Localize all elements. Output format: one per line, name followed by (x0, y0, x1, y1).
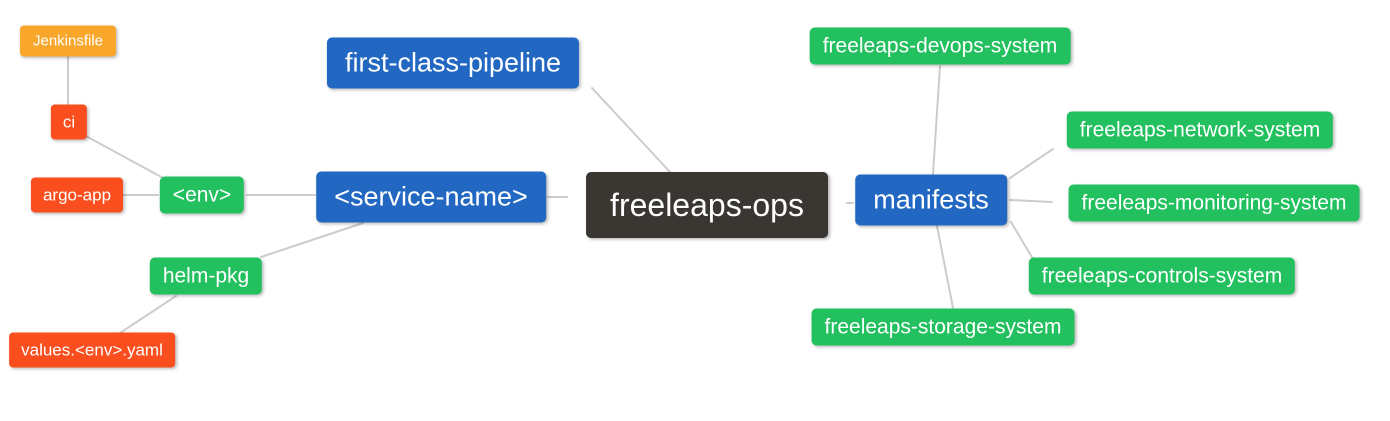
edge-manifests-controls-system (1010, 221, 1034, 260)
mindmap-node-network-system[interactable]: freeleaps-network-system (1066, 111, 1334, 149)
mindmap-node-manifests[interactable]: manifests (855, 174, 1007, 226)
edge-manifests-monitoring-system (1009, 199, 1053, 203)
mindmap-node-first-class-pipeline[interactable]: first-class-pipeline (326, 37, 580, 89)
edge-manifests-network-system (1009, 148, 1054, 179)
mindmap-node-devops-system[interactable]: freeleaps-devops-system (809, 27, 1071, 65)
mindmap-node-service-name[interactable]: <service-name> (316, 171, 546, 223)
edge-helm-pkg-service-name (260, 222, 364, 258)
mindmap-node-values-env-yaml[interactable]: values.<env>.yaml (9, 332, 175, 368)
mindmap-node-ci[interactable]: ci (50, 104, 88, 140)
mindmap-node-freeleaps-ops[interactable]: freeleaps-ops (586, 172, 828, 238)
mindmap-node-helm-pkg[interactable]: helm-pkg (149, 257, 263, 295)
mindmap-node-jenkinsfile[interactable]: Jenkinsfile (19, 25, 117, 57)
mindmap-node-storage-system[interactable]: freeleaps-storage-system (811, 308, 1075, 346)
edge-ci-env (83, 134, 166, 180)
edge-manifests-storage-system (936, 225, 954, 309)
edge-first-class-pipeline-freeleaps-ops (591, 87, 671, 173)
mindmap-node-controls-system[interactable]: freeleaps-controls-system (1028, 257, 1296, 295)
mindmap-node-monitoring-system[interactable]: freeleaps-monitoring-system (1068, 184, 1360, 222)
edge-manifests-devops-system (932, 65, 941, 175)
edge-values-env-yaml-helm-pkg (119, 295, 177, 334)
mindmap-node-argo-app[interactable]: argo-app (30, 177, 124, 213)
mindmap-node-env[interactable]: <env> (159, 176, 245, 214)
